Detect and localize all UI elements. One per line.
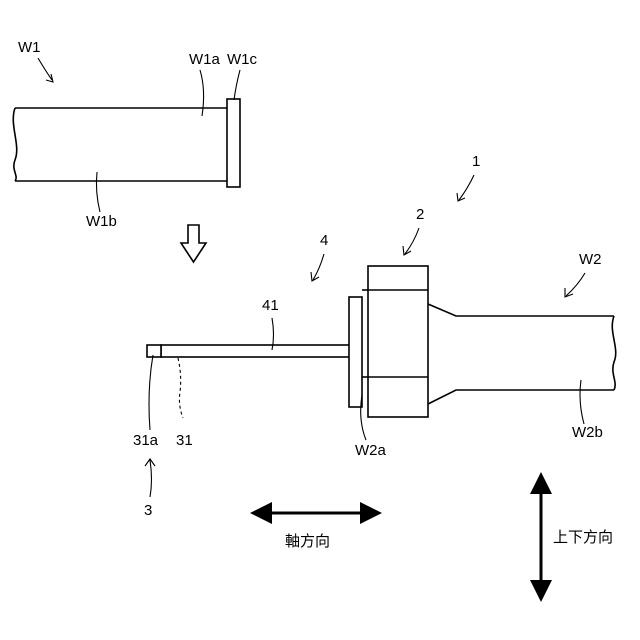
label-2: 2 [416,206,424,223]
rod-41 [147,345,351,357]
label-31a: 31a [133,432,159,449]
w1-break-line [13,108,16,181]
leader-w1b [96,172,100,212]
workpiece-w2 [428,304,616,404]
w2-lower-edge [428,390,614,404]
leader-w1c [234,70,240,100]
label-4: 4 [320,232,328,249]
w1c-flange [227,99,240,187]
label-axial-direction: 軸方向 [285,532,330,550]
w1-body-edges [15,108,227,181]
leader-2 [405,228,419,254]
label-1: 1 [472,153,480,170]
leader-3 [150,460,152,497]
label-w2b: W2b [572,424,603,441]
leader-31a [149,355,153,430]
axial-direction-arrow-icon [250,502,382,524]
flange-w2a [349,297,362,407]
label-41: 41 [262,297,279,314]
leader-4 [313,254,324,280]
label-w1b: W1b [86,213,117,230]
inner-line-31 [178,358,183,418]
block-2 [362,266,428,417]
leader-w1 [38,58,52,80]
leader-w1a [200,70,204,116]
leader-w2a [361,395,366,440]
label-w1c: W1c [227,51,258,68]
rod-body [161,345,351,357]
workpiece-w1 [13,99,240,187]
rod-tip-31a [147,345,161,357]
leader-w1-arrowhead [46,74,53,82]
leader-1 [459,175,474,200]
block-2-body [368,266,428,417]
label-31: 31 [176,432,193,449]
label-w1: W1 [18,39,41,56]
label-vertical-direction: 上下方向 [553,528,613,546]
label-3: 3 [144,502,152,519]
w2-upper-edge [428,304,614,316]
leader-w2b [580,380,584,424]
label-w2: W2 [579,251,602,268]
down-arrow-icon [181,225,206,262]
leader-w2 [566,273,585,296]
vertical-direction-arrow-icon [530,472,552,602]
w2-break-line [612,316,615,390]
label-w1a: W1a [189,51,221,68]
label-w2a: W2a [355,442,387,459]
